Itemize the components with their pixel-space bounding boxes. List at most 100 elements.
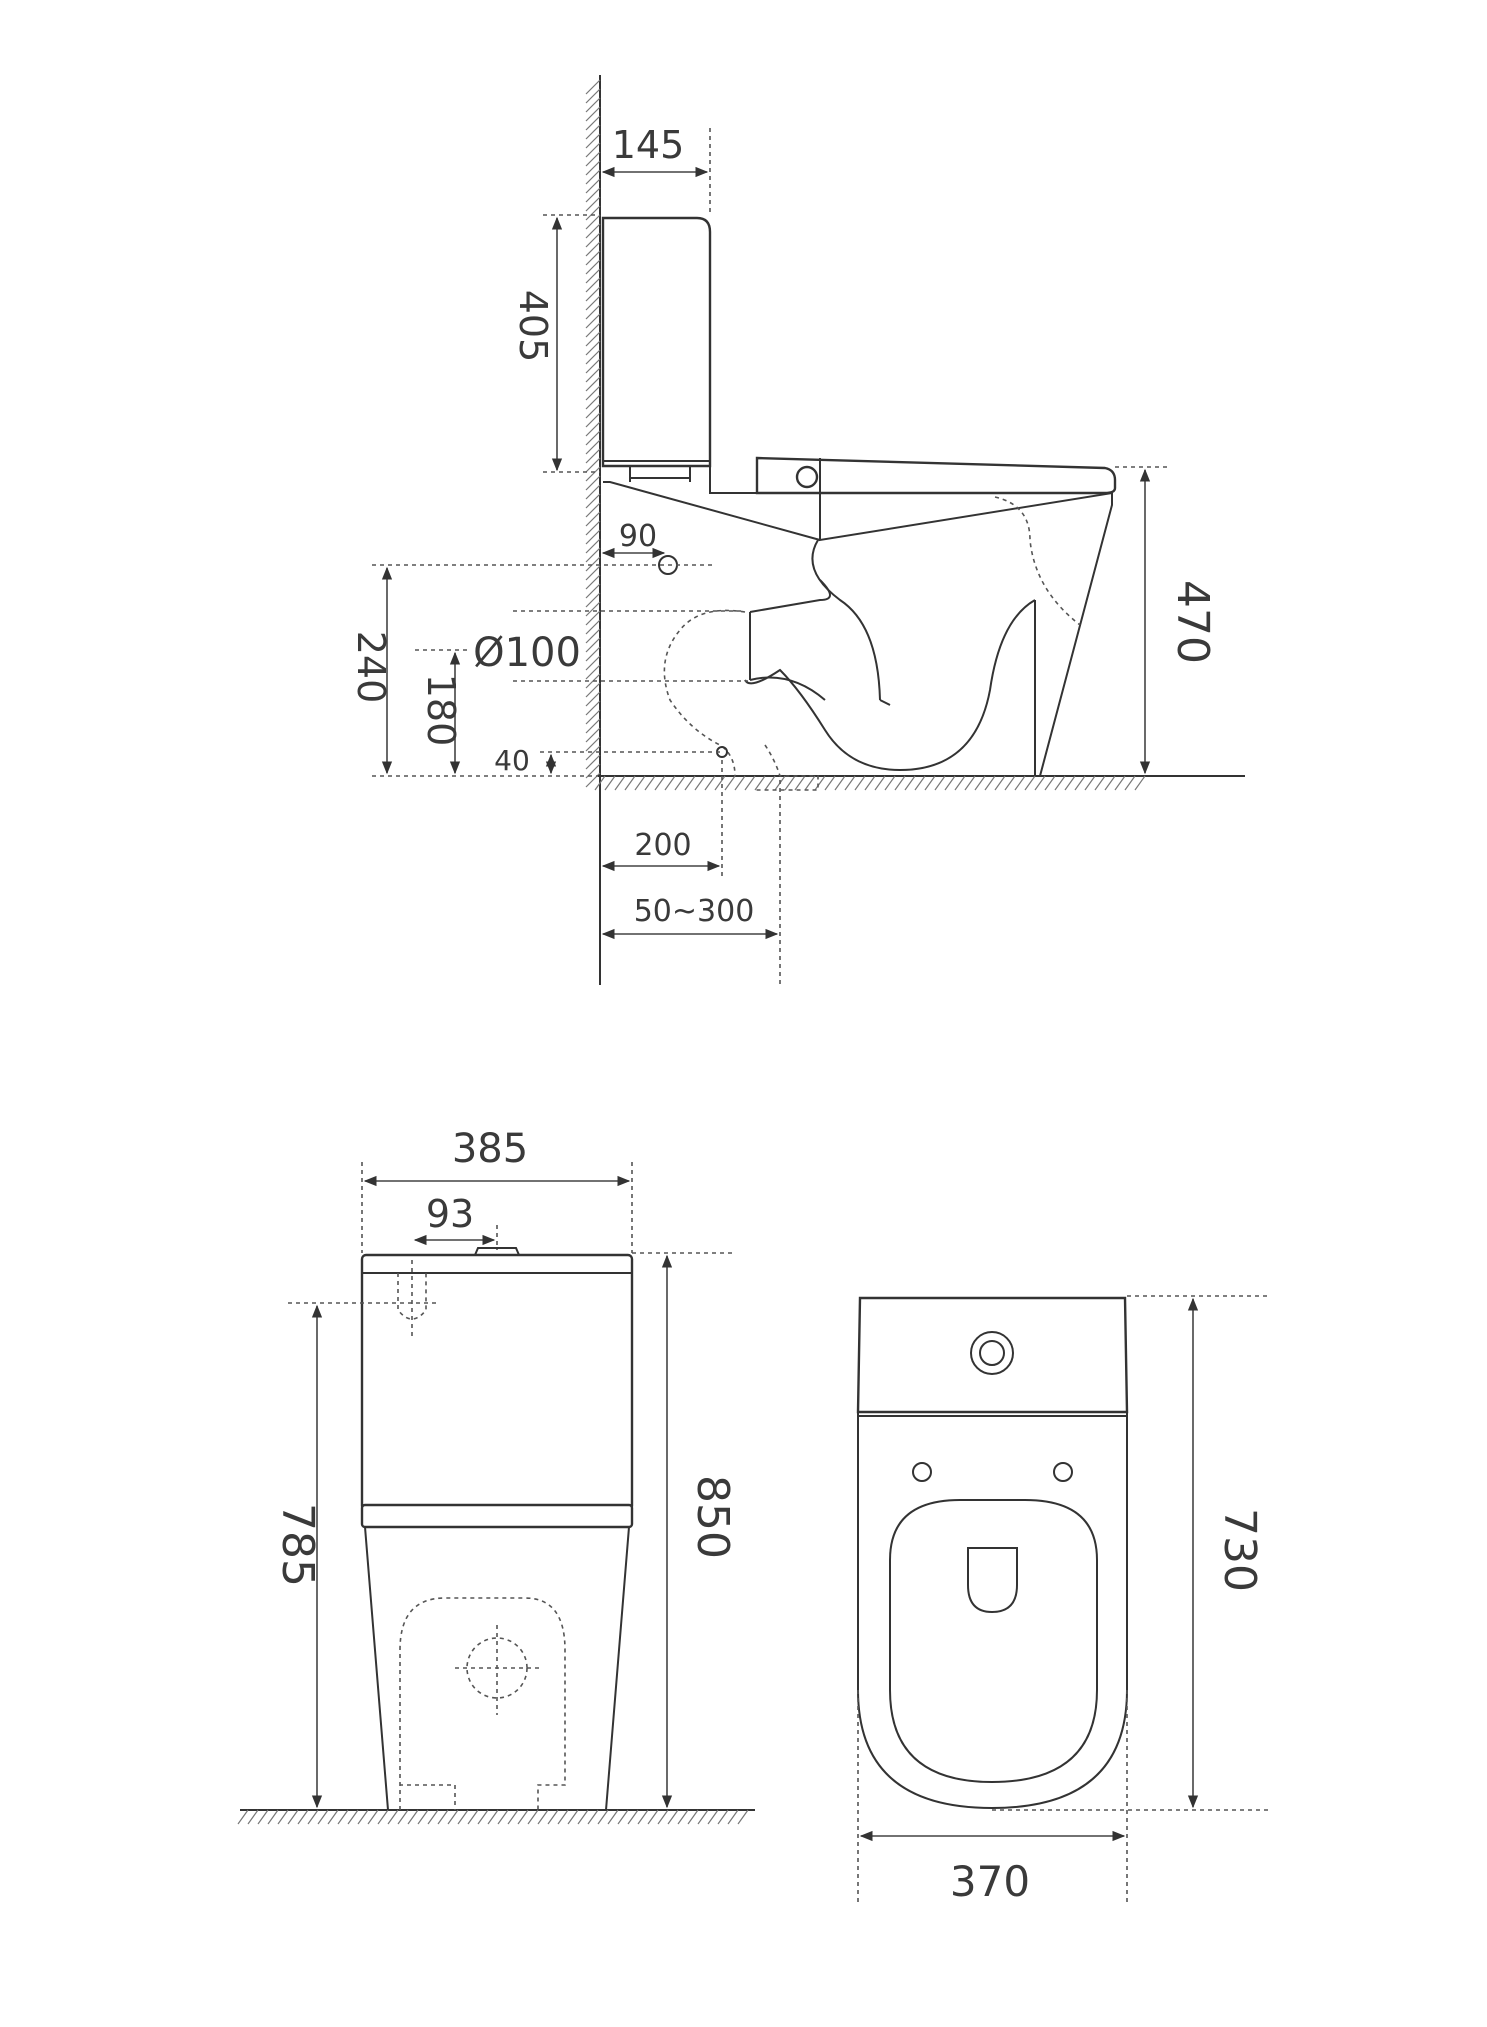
wall-hatch [585,79,601,788]
hatch-stroke [824,775,836,791]
hatch-stroke [627,1809,639,1825]
dim-180-label: 180 [419,674,463,747]
hatch-stroke [267,1809,279,1825]
hatch-stroke [585,259,601,275]
dim-370-label: 370 [950,1857,1030,1906]
hatch-stroke [585,691,601,707]
hatch-stroke [585,484,601,500]
hatch-stroke [717,1809,729,1825]
hatch-stroke [337,1809,349,1825]
top-bowl-outer [857,1416,1128,1810]
hatch-stroke [585,340,601,356]
hatch-stroke [585,628,601,644]
dim-470-label: 470 [1167,580,1218,664]
side-view: 145 405 90 240 Ø100 180 40 200 50~3 [349,75,1245,985]
hatch-stroke [964,775,976,791]
hatch-stroke [585,475,601,491]
outlet-spigot [749,579,831,701]
dim-145-label: 145 [612,123,685,167]
hatch-stroke [585,286,601,302]
hatch-stroke [297,1809,309,1825]
front-trap-hidden [399,1597,566,1810]
top-flush-inner [979,1340,1005,1366]
hatch-stroke [604,775,616,791]
hatch-stroke [417,1809,429,1825]
top-bolt-left [912,1462,932,1482]
cistern-tank [601,216,712,468]
hatch-stroke [654,775,666,791]
hatch-stroke [497,1809,509,1825]
hatch-stroke [844,775,856,791]
hatch-stroke [487,1809,499,1825]
hatch-stroke [585,412,601,428]
hatch-stroke [585,106,601,122]
hatch-stroke [1074,775,1086,791]
hatch-stroke [934,775,946,791]
hatch-stroke [257,1809,269,1825]
hatch-stroke [1124,775,1136,791]
floor-outlet-hidden [663,609,746,777]
hatch-stroke [944,775,956,791]
hatch-stroke [585,88,601,104]
dim-93-label: 93 [426,1192,474,1236]
hatch-stroke [585,187,601,203]
hatch-stroke [694,775,706,791]
hatch-stroke [427,1809,439,1825]
hatch-stroke [585,529,601,545]
hatch-stroke [585,277,601,293]
hatch-stroke [585,592,601,608]
hatch-stroke [1014,775,1026,791]
hatch-stroke [585,682,601,698]
floor-hatch [594,775,1146,791]
hatch-stroke [894,775,906,791]
hatch-stroke [277,1809,289,1825]
hatch-stroke [585,331,601,347]
hatch-stroke [537,1809,549,1825]
hatch-stroke [607,1809,619,1825]
hatch-stroke [954,775,966,791]
hatch-stroke [864,775,876,791]
hatch-stroke [585,367,601,383]
hatch-stroke [874,775,886,791]
front-floor-hatch [237,1809,749,1825]
hatch-stroke [577,1809,589,1825]
hatch-stroke [585,466,601,482]
hatch-stroke [327,1809,339,1825]
hatch-stroke [585,538,601,554]
hatch-stroke [677,1809,689,1825]
hatch-stroke [924,775,936,791]
dim-d100-label: Ø100 [473,630,581,676]
hatch-stroke [567,1809,579,1825]
hatch-stroke [585,502,601,518]
hatch-stroke [585,493,601,509]
hatch-stroke [904,775,916,791]
top-bolt-right [1053,1462,1073,1482]
hatch-stroke [557,1809,569,1825]
hatch-stroke [644,775,656,791]
hatch-stroke [804,775,816,791]
hatch-stroke [1024,775,1036,791]
hatch-stroke [707,1809,719,1825]
hatch-stroke [1134,775,1146,791]
hatch-stroke [737,1809,749,1825]
hatch-stroke [585,205,601,221]
hatch-stroke [237,1809,249,1825]
hatch-stroke [585,142,601,158]
hatch-stroke [307,1809,319,1825]
bowl-outer-front [819,491,1113,777]
hatch-stroke [585,133,601,149]
top-flush-outer [970,1331,1014,1375]
hatch-stroke [507,1809,519,1825]
hatch-stroke [634,775,646,791]
hatch-stroke [724,775,736,791]
hatch-stroke [834,775,846,791]
dim-785-label: 785 [272,1503,323,1587]
hatch-stroke [527,1809,539,1825]
hatch-stroke [347,1809,359,1825]
hatch-stroke [697,1809,709,1825]
dim-90-label: 90 [619,519,657,554]
hatch-stroke [1114,775,1126,791]
hatch-stroke [585,448,601,464]
hatch-stroke [585,457,601,473]
